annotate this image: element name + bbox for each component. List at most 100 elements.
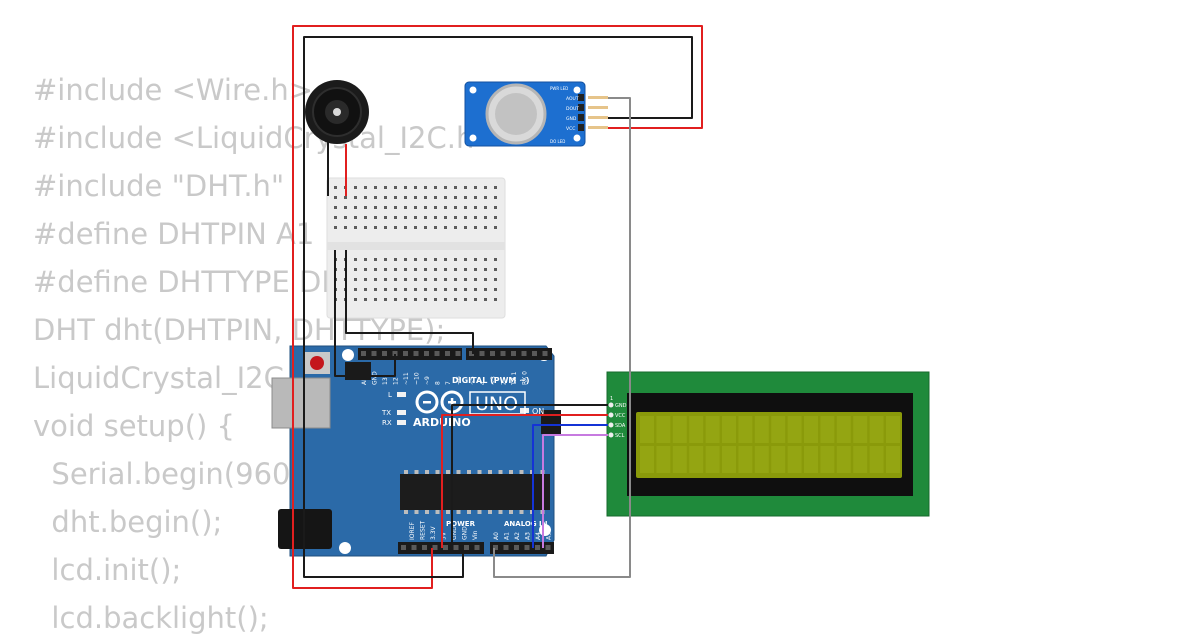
breadboard-hole: [414, 298, 417, 301]
breadboard-hole: [494, 268, 497, 271]
tx-led-label: TX: [381, 409, 391, 417]
breadboard-hole: [414, 278, 417, 281]
breadboard-hole: [454, 206, 457, 209]
breadboard-hole: [484, 216, 487, 219]
header-hole: [453, 545, 459, 550]
breadboard-hole: [374, 288, 377, 291]
header-hole: [434, 351, 440, 356]
chip-leg: [404, 470, 408, 474]
breadboard-hole: [494, 288, 497, 291]
breadboard-hole: [334, 196, 337, 199]
chip-leg: [498, 470, 503, 474]
digital-label: DIGITAL (PWM ~): [452, 376, 530, 385]
breadboard-hole: [364, 206, 367, 209]
breadboard-hole: [404, 186, 407, 189]
digital-pin-label: 12: [393, 377, 400, 385]
breadboard-hole: [374, 186, 377, 189]
breadboard-hole: [454, 216, 457, 219]
breadboard-hole: [484, 206, 487, 209]
breadboard-hole: [444, 278, 447, 281]
breadboard-hole: [464, 268, 467, 271]
breadboard-hole: [384, 186, 387, 189]
lcd-cell: [836, 446, 851, 473]
breadboard-hole: [444, 216, 447, 219]
header-hole: [490, 351, 495, 356]
lcd-cell: [656, 416, 671, 443]
breadboard-hole: [404, 196, 407, 199]
breadboard-hole: [394, 268, 397, 271]
chip-leg: [488, 510, 492, 514]
chip-leg: [414, 510, 419, 514]
header-hole: [511, 351, 516, 356]
lcd-cell: [705, 416, 720, 443]
breadboard-hole: [344, 196, 347, 199]
breadboard-hole: [434, 196, 437, 199]
breadboard-hole: [364, 226, 367, 229]
breadboard-hole: [464, 216, 467, 219]
chip-leg: [519, 510, 524, 514]
header-hole: [413, 351, 419, 356]
breadboard-hole: [434, 278, 437, 281]
digital-pin-label: TX 1: [511, 371, 518, 386]
lcd-cell: [689, 416, 704, 443]
lcd-cell: [672, 446, 687, 473]
breadboard-hole: [384, 268, 387, 271]
breadboard-hole: [424, 206, 427, 209]
digital-pin-label: ~3: [490, 376, 497, 385]
digital-pin-label: 13: [382, 377, 389, 385]
gas-sensor-module: PWR LED DO LED AOUT DOUT GND VCC: [464, 81, 608, 147]
breadboard-hole: [374, 226, 377, 229]
lcd-cell: [722, 416, 736, 443]
sensor-pin-aout: AOUT: [566, 96, 579, 102]
breadboard-hole: [494, 196, 497, 199]
lcd-module: 1 GND VCC SDA SCL: [606, 371, 930, 517]
header-hole: [524, 545, 530, 550]
lcd-cell: [771, 416, 786, 443]
wire-black-gnd: [303, 36, 693, 578]
breadboard-hole: [454, 226, 457, 229]
breadboard-hole: [424, 298, 427, 301]
lcd-cell: [754, 416, 769, 443]
power-pin-label: RESET: [420, 520, 427, 540]
digital-pin-label: ~10: [414, 372, 421, 385]
breadboard-hole: [394, 206, 397, 209]
breadboard-hole: [404, 206, 407, 209]
breadboard-hole: [414, 226, 417, 229]
breadboard-hole: [494, 298, 497, 301]
code-line: DHT dht(DHTPIN, DHTTYPE);: [33, 313, 446, 347]
breadboard-hole: [354, 268, 357, 271]
breadboard-hole: [394, 258, 397, 261]
header-hole: [464, 545, 469, 550]
header-hole: [542, 351, 548, 356]
breadboard-hole: [384, 288, 387, 291]
breadboard-hole: [464, 258, 467, 261]
lcd-cell: [640, 416, 654, 443]
breadboard-hole: [354, 278, 357, 281]
code-background: #include <Wire.h>#include <LiquidCrystal…: [33, 66, 533, 642]
sensor-pin-dout: DOUT: [566, 106, 579, 112]
breadboard-hole: [364, 278, 367, 281]
breadboard-hole: [374, 278, 377, 281]
breadboard-hole: [404, 258, 407, 261]
header-hole: [545, 545, 551, 550]
breadboard-hole: [464, 288, 467, 291]
breadboard-hole: [474, 206, 477, 209]
lcd-cell: [869, 416, 884, 443]
power-label: POWER: [446, 520, 476, 528]
breadboard-hole: [394, 196, 397, 199]
chip-leg: [456, 510, 461, 514]
breadboard-hole: [484, 268, 487, 271]
sensor-pin-vcc: VCC: [566, 126, 575, 132]
breadboard-hole: [484, 298, 487, 301]
breadboard-hole: [364, 216, 367, 219]
breadboard-hole: [424, 196, 427, 199]
digital-pin-label: ~6: [456, 376, 463, 385]
breadboard-hole: [464, 226, 467, 229]
breadboard-hole: [464, 206, 467, 209]
breadboard-hole: [454, 268, 457, 271]
breadboard-hole: [354, 288, 357, 291]
power-pin-label: Vin: [472, 530, 479, 540]
breadboard-hole: [364, 288, 367, 291]
power-pin-label: 5V: [441, 531, 448, 540]
